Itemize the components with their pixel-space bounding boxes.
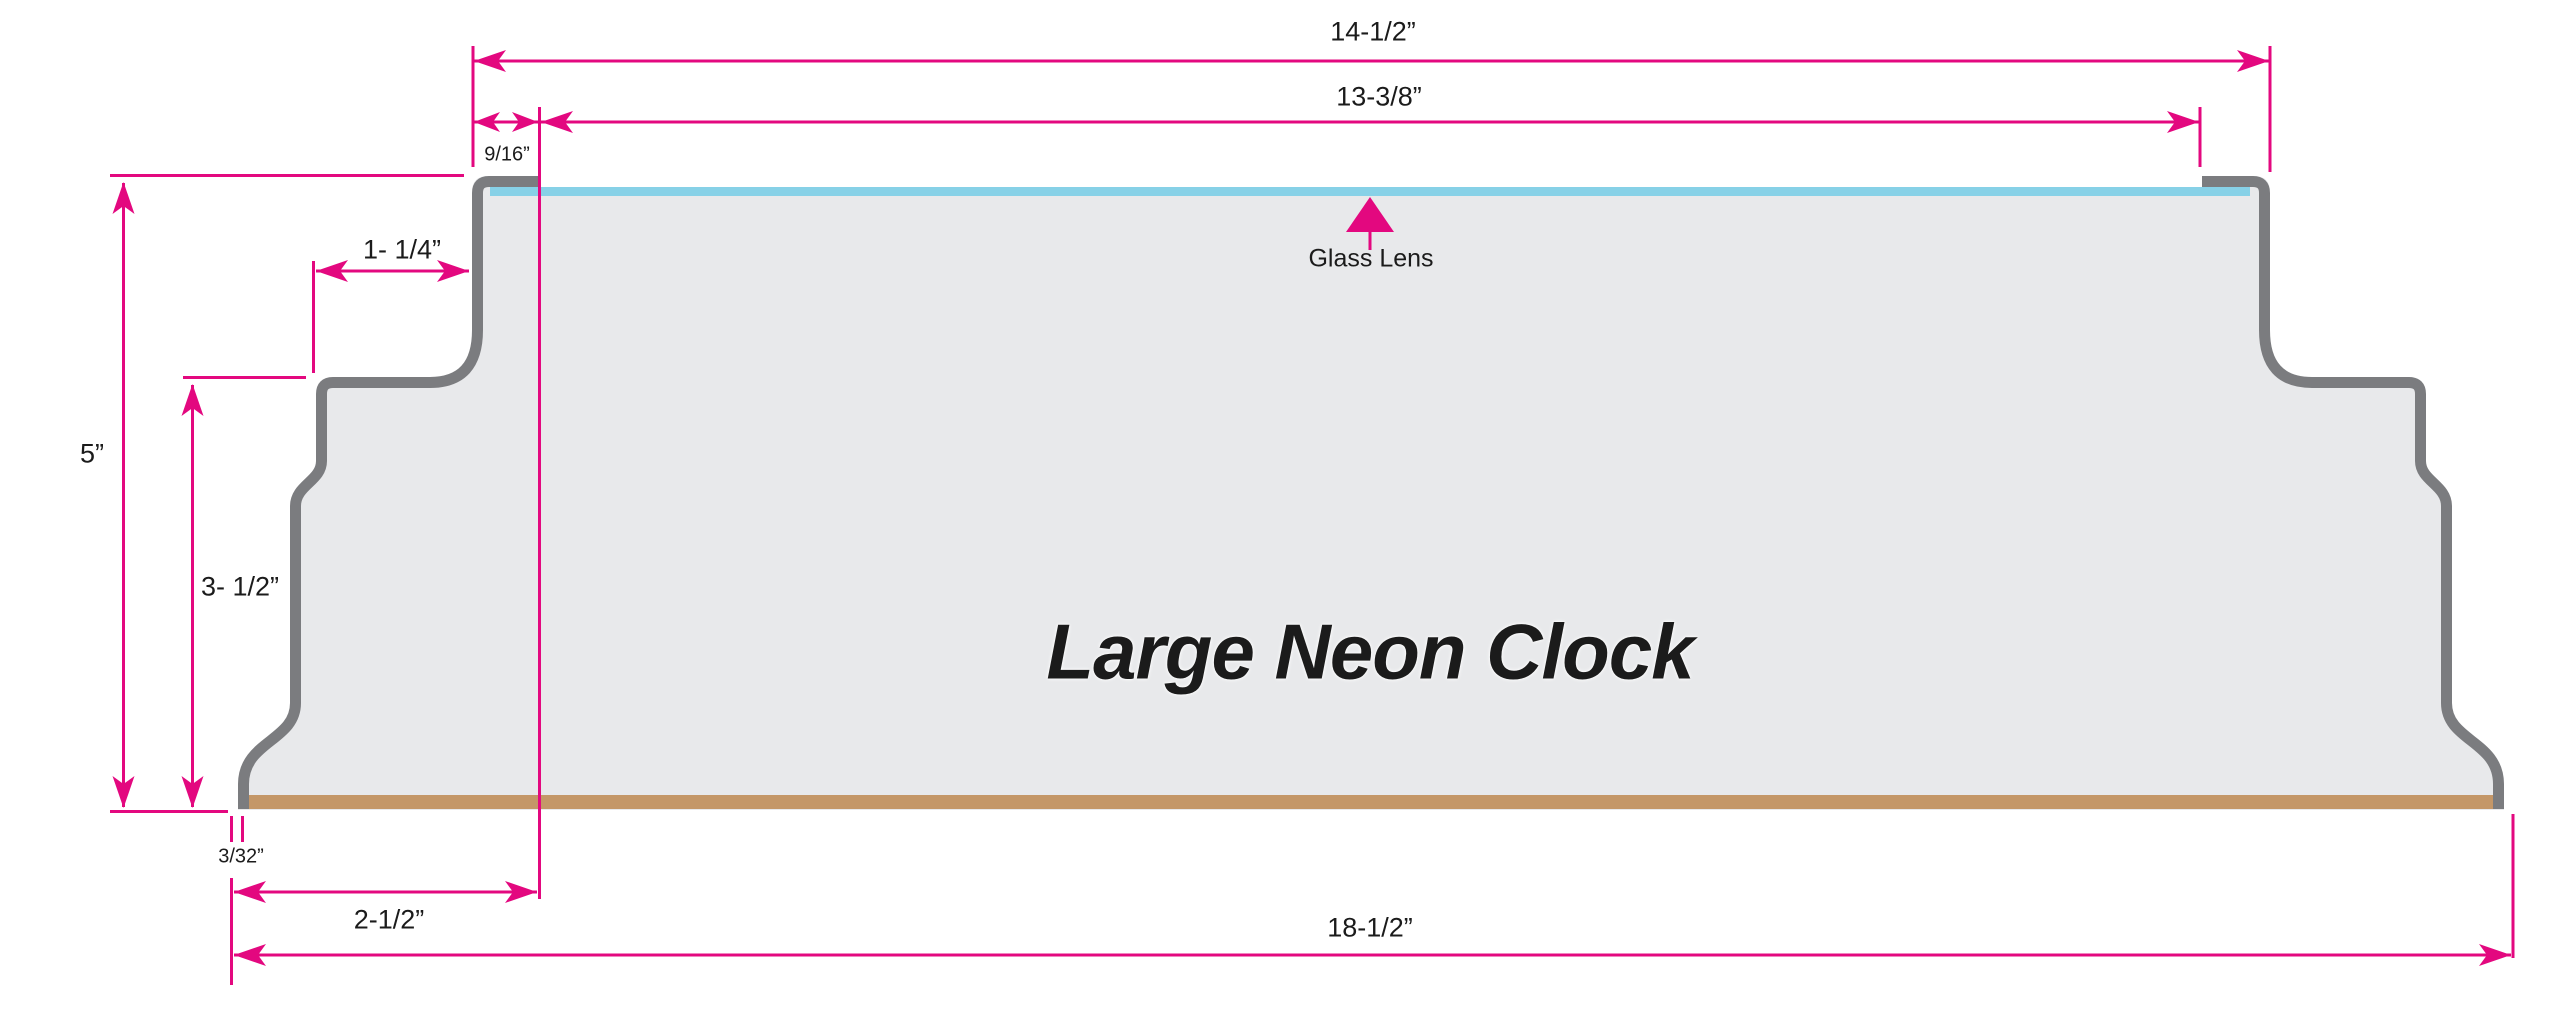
housing-shell-right <box>2202 176 2504 809</box>
dim-label-step-width: 1- 1/4” <box>362 234 442 265</box>
dim-label-glass-thickness: 3/32” <box>218 845 264 868</box>
arrowhead-lip-width-right <box>512 112 538 132</box>
glass-lens-pointer-arrowhead <box>1346 197 1394 232</box>
dim-label-body-height: 3- 1/2” <box>200 571 280 602</box>
glass-lens-label: Glass Lens <box>1308 244 1434 273</box>
arrowhead-body-height-top <box>181 384 204 416</box>
arrowhead-overall-height-top <box>112 182 135 214</box>
dim-label-lens-width: 13-3/8” <box>1336 81 1422 112</box>
dim-label-side-inset: 2-1/2” <box>353 904 425 935</box>
product-title: Large Neon Clock <box>1046 607 1694 696</box>
housing-shell-left <box>238 176 540 809</box>
arrowhead-top-width-right <box>2237 50 2269 72</box>
arrowhead-overall-height-bottom <box>112 776 135 808</box>
back-panel-strip <box>240 795 2500 809</box>
arrowhead-side-inset-right <box>505 881 537 903</box>
arrowhead-lens-width-right <box>2167 111 2199 133</box>
arrowhead-step-width-right <box>437 260 469 282</box>
dim-label-lip-width: 9/16” <box>484 143 530 166</box>
dim-label-overall-height: 5” <box>79 438 105 469</box>
arrowhead-lip-width-left <box>474 112 500 132</box>
dim-label-overall-width: 18-1/2” <box>1327 912 1413 943</box>
arrowhead-top-width-left <box>474 50 506 72</box>
arrowhead-overall-width-right <box>2479 944 2511 966</box>
arrowhead-step-width-left <box>316 260 348 282</box>
arrowhead-side-inset-left <box>234 881 266 903</box>
dim-label-top-width: 14-1/2” <box>1330 16 1416 47</box>
arrowhead-overall-width-left <box>234 944 266 966</box>
housing-body <box>238 176 2504 810</box>
glass-lens-strip <box>490 187 2250 196</box>
arrowhead-body-height-bottom <box>181 776 204 808</box>
arrowhead-lens-width-left <box>541 111 573 133</box>
